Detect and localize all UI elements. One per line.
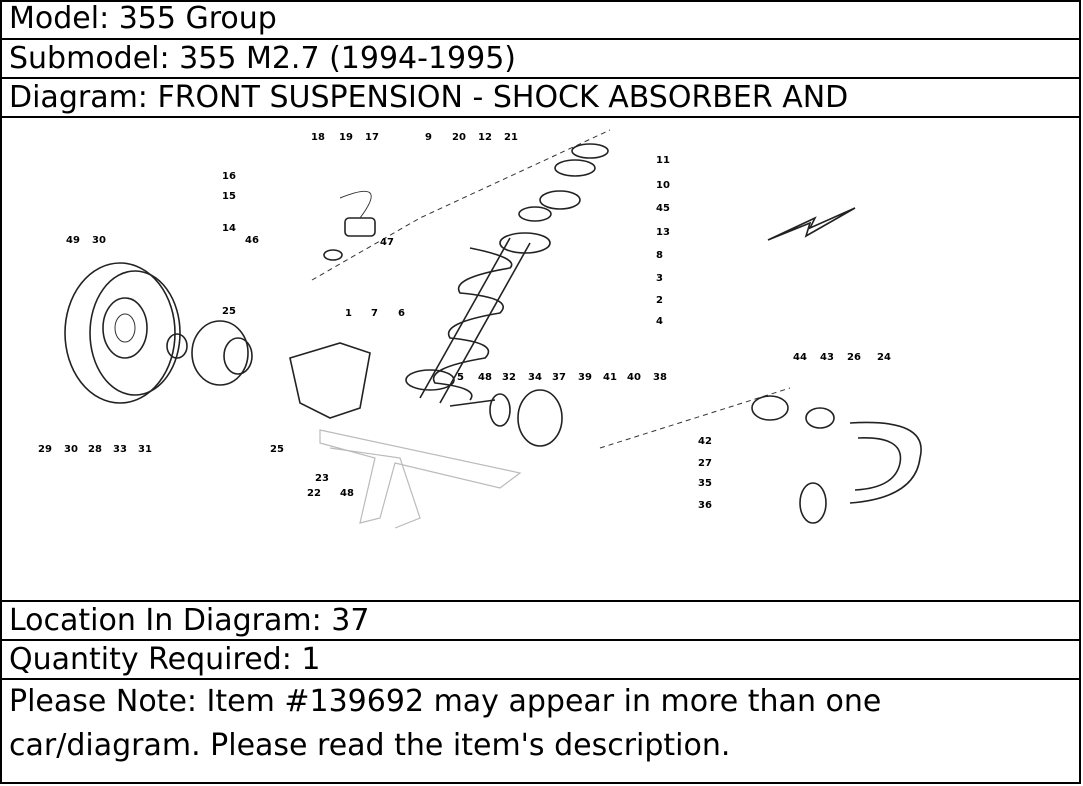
label-48a: 48 <box>478 372 492 383</box>
label-44: 44 <box>793 352 807 363</box>
label-21: 21 <box>504 132 518 143</box>
label-43: 43 <box>820 352 834 363</box>
label-41: 41 <box>603 372 617 383</box>
leader-dashes <box>311 129 791 449</box>
label-6: 6 <box>398 308 405 319</box>
suspension-illustration: 18 19 17 9 20 12 21 11 10 45 13 8 3 2 4 … <box>38 129 922 529</box>
label-9: 9 <box>425 132 432 143</box>
drive-flange <box>449 389 563 447</box>
label-46: 46 <box>245 235 259 246</box>
label-25a: 25 <box>222 306 236 317</box>
label-40: 40 <box>627 372 641 383</box>
label-11: 11 <box>656 155 670 166</box>
label-14: 14 <box>222 223 236 234</box>
label-19: 19 <box>339 132 353 143</box>
top-mount <box>518 143 609 222</box>
label-1: 1 <box>345 308 352 319</box>
label-7: 7 <box>371 308 378 319</box>
label-17: 17 <box>365 132 379 143</box>
label-3: 3 <box>656 273 663 284</box>
label-27: 27 <box>698 458 712 469</box>
note-line-2: car/diagram. Please read the item's desc… <box>9 728 731 763</box>
label-32: 32 <box>502 372 516 383</box>
label-22: 22 <box>307 488 321 499</box>
label-47: 47 <box>380 237 394 248</box>
brake-duct <box>751 395 922 524</box>
label-30b: 30 <box>64 444 78 455</box>
wheel-hub <box>191 320 253 386</box>
bearing-ring <box>166 333 188 359</box>
label-24: 24 <box>877 352 891 363</box>
label-48b: 48 <box>340 488 354 499</box>
note-line-1: Please Note: Item #139692 may appear in … <box>9 684 882 719</box>
model-title: Model: 355 Group <box>0 0 1079 40</box>
label-26: 26 <box>847 352 861 363</box>
label-34: 34 <box>528 372 542 383</box>
label-28: 28 <box>88 444 102 455</box>
brake-disc <box>64 262 181 404</box>
label-31: 31 <box>138 444 152 455</box>
direction-arrow <box>767 207 856 241</box>
label-18: 18 <box>311 132 325 143</box>
label-16: 16 <box>222 171 236 182</box>
label-38: 38 <box>653 372 667 383</box>
label-33: 33 <box>113 444 127 455</box>
knuckle <box>289 342 371 419</box>
label-30: 30 <box>92 235 106 246</box>
label-8: 8 <box>656 250 663 261</box>
label-15: 15 <box>222 191 236 202</box>
label-10: 10 <box>656 180 670 191</box>
label-4: 4 <box>656 316 663 327</box>
shock-absorber <box>405 232 551 404</box>
quantity-required: Quantity Required: 1 <box>0 641 1079 680</box>
location-in-diagram: Location In Diagram: 37 <box>0 602 1079 641</box>
label-12: 12 <box>478 132 492 143</box>
label-23: 23 <box>315 473 329 484</box>
parts-diagram: 18 19 17 9 20 12 21 11 10 45 13 8 3 2 4 … <box>0 118 1079 602</box>
diagram-title: Diagram: FRONT SUSPENSION - SHOCK ABSORB… <box>0 79 1079 118</box>
label-25b: 25 <box>270 444 284 455</box>
label-39: 39 <box>578 372 592 383</box>
label-2: 2 <box>656 295 663 306</box>
item-note: Please Note: Item #139692 may appear in … <box>0 680 1079 782</box>
lower-arm-ghost <box>319 429 522 529</box>
label-36: 36 <box>698 500 712 511</box>
label-45: 45 <box>656 203 670 214</box>
part-numbers: 18 19 17 9 20 12 21 11 10 45 13 8 3 2 4 … <box>38 132 891 511</box>
submodel-title: Submodel: 355 M2.7 (1994-1995) <box>0 40 1079 79</box>
label-5: 5 <box>457 372 464 383</box>
sensor <box>323 190 376 261</box>
label-49: 49 <box>66 235 80 246</box>
label-29: 29 <box>38 444 52 455</box>
label-35: 35 <box>698 478 712 489</box>
label-37: 37 <box>552 372 566 383</box>
label-13: 13 <box>656 227 670 238</box>
label-42: 42 <box>698 436 712 447</box>
label-20: 20 <box>452 132 466 143</box>
